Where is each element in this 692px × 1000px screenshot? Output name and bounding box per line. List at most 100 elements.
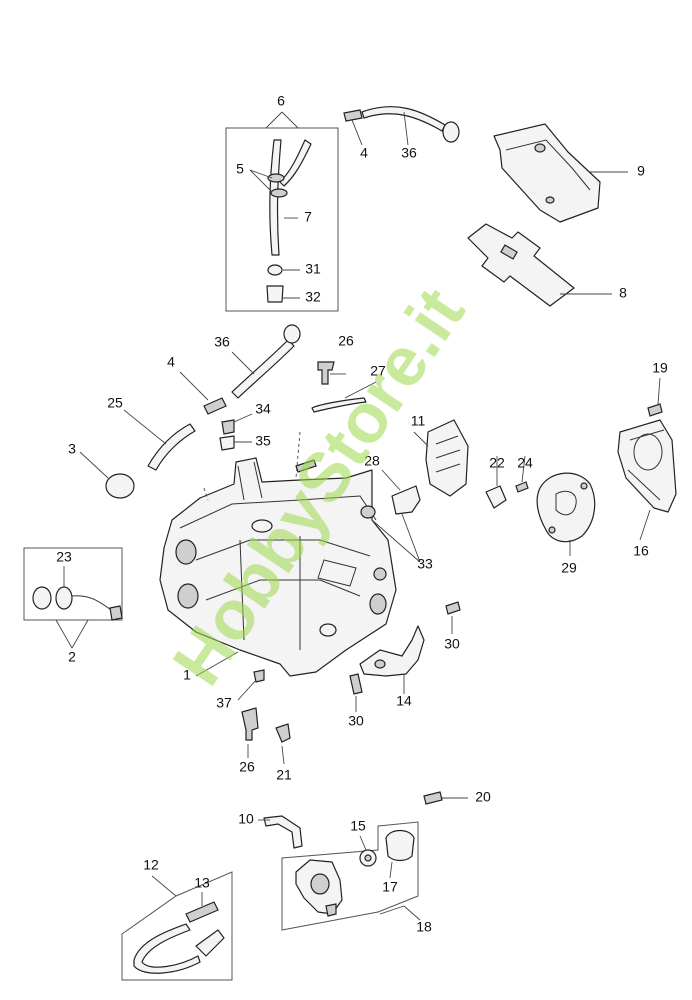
gasket-group (467, 223, 612, 307)
tube-25 (147, 423, 196, 471)
callout-26-bottom: 26 (239, 759, 255, 775)
pin-37 (253, 669, 265, 683)
callout-26-top: 26 (338, 333, 354, 349)
callout-37: 37 (216, 695, 232, 711)
top-hose-group (343, 106, 460, 146)
guide-28 (391, 485, 421, 515)
nipple-4-left (203, 397, 227, 415)
callout-36-left: 36 (214, 334, 230, 350)
callout-5: 5 (236, 161, 244, 177)
screw-19 (647, 403, 663, 417)
callout-24: 24 (517, 455, 533, 471)
callout-6: 6 (277, 93, 285, 109)
oil-hose (133, 923, 201, 974)
hose-connector (195, 929, 225, 957)
oil-cap (32, 586, 52, 610)
callout-12: 12 (143, 857, 159, 873)
callout-36-top: 36 (401, 145, 417, 161)
gasket-8 (467, 223, 575, 307)
callout-33: 33 (417, 556, 433, 572)
primer-bulb-3 (105, 473, 135, 499)
callout-3: 3 (68, 441, 76, 457)
group-2 (23, 547, 123, 649)
callout-21: 21 (276, 767, 292, 783)
hose-grommet-left (283, 324, 301, 344)
bushing-33 (360, 505, 376, 519)
screw-20-group (423, 791, 468, 805)
fuel-hose-36-top (361, 106, 446, 132)
plug-17 (385, 829, 415, 862)
top-cover-group (493, 123, 628, 223)
filter-ring-31 (267, 264, 283, 276)
callout-34: 34 (255, 401, 271, 417)
screw-30-lower (349, 673, 363, 695)
callout-30-upper: 30 (444, 636, 460, 652)
bottom-screws-group (237, 669, 291, 765)
vent-parts-group (219, 413, 253, 451)
group-12-box (121, 871, 233, 981)
callout-8: 8 (619, 285, 627, 301)
group-6-box (225, 127, 339, 312)
tensioner-parts-group (485, 455, 529, 509)
callout-labels: 6 5 7 31 32 4 36 9 8 36 26 27 4 25 34 35… (56, 93, 668, 935)
callout-10: 10 (238, 811, 254, 827)
fuel-filter-32 (266, 285, 284, 303)
callout-35: 35 (255, 433, 271, 449)
gasket-23 (55, 586, 73, 610)
plate-29 (536, 472, 596, 543)
pipe-10 (263, 815, 303, 849)
screw-30-upper (445, 601, 461, 615)
left-fuel-line-group (79, 324, 301, 499)
plate-29-group (536, 472, 596, 556)
screw-26-top (317, 361, 335, 385)
callout-28: 28 (364, 453, 380, 469)
callout-1: 1 (183, 667, 191, 683)
screw-26-bottom (241, 707, 259, 741)
screw-21 (275, 723, 291, 743)
top-cover-9 (493, 123, 601, 223)
callout-4-left: 4 (167, 354, 175, 370)
screw-24 (515, 481, 529, 493)
filter-13 (185, 901, 219, 923)
callout-18: 18 (416, 919, 432, 935)
callout-11: 11 (411, 413, 426, 429)
callout-31: 31 (305, 261, 321, 277)
callout-25: 25 (107, 395, 123, 411)
crankcase-group (159, 431, 397, 677)
callout-4-top: 4 (360, 145, 368, 161)
callout-14: 14 (396, 693, 412, 709)
callout-7: 7 (304, 209, 312, 225)
callout-19: 19 (652, 360, 668, 376)
callout-29: 29 (561, 560, 577, 576)
callout-2: 2 (68, 649, 76, 665)
hose-grommet-top (442, 121, 460, 143)
vent-35 (219, 435, 235, 451)
crankcase-1 (159, 457, 397, 677)
oil-pump-group (258, 815, 421, 931)
screw-20 (423, 791, 443, 805)
group-2-box (23, 547, 123, 621)
side-cover-16 (617, 419, 677, 513)
fuel-pickup-group (225, 111, 339, 312)
screw-in-crankcase (295, 459, 317, 473)
callout-16: 16 (633, 543, 649, 559)
clamp-5-lower (270, 188, 288, 198)
callout-13: 13 (194, 875, 210, 891)
callout-20: 20 (475, 789, 491, 805)
callout-17: 17 (382, 879, 398, 895)
callout-32: 32 (305, 289, 321, 305)
vent-34 (221, 419, 235, 435)
oil-line-group (121, 871, 233, 981)
bracket-14-group (349, 601, 461, 712)
callout-22: 22 (489, 455, 505, 471)
callout-9: 9 (637, 163, 645, 179)
deflector-11 (425, 419, 469, 497)
nipple-4-top (343, 109, 363, 122)
clamp-5-upper (267, 173, 285, 183)
callout-27: 27 (370, 363, 386, 379)
fuel-hose-branch (279, 139, 312, 187)
bracket-27 (311, 397, 367, 413)
group-18-box (281, 821, 419, 931)
tensioner-22 (485, 485, 507, 509)
